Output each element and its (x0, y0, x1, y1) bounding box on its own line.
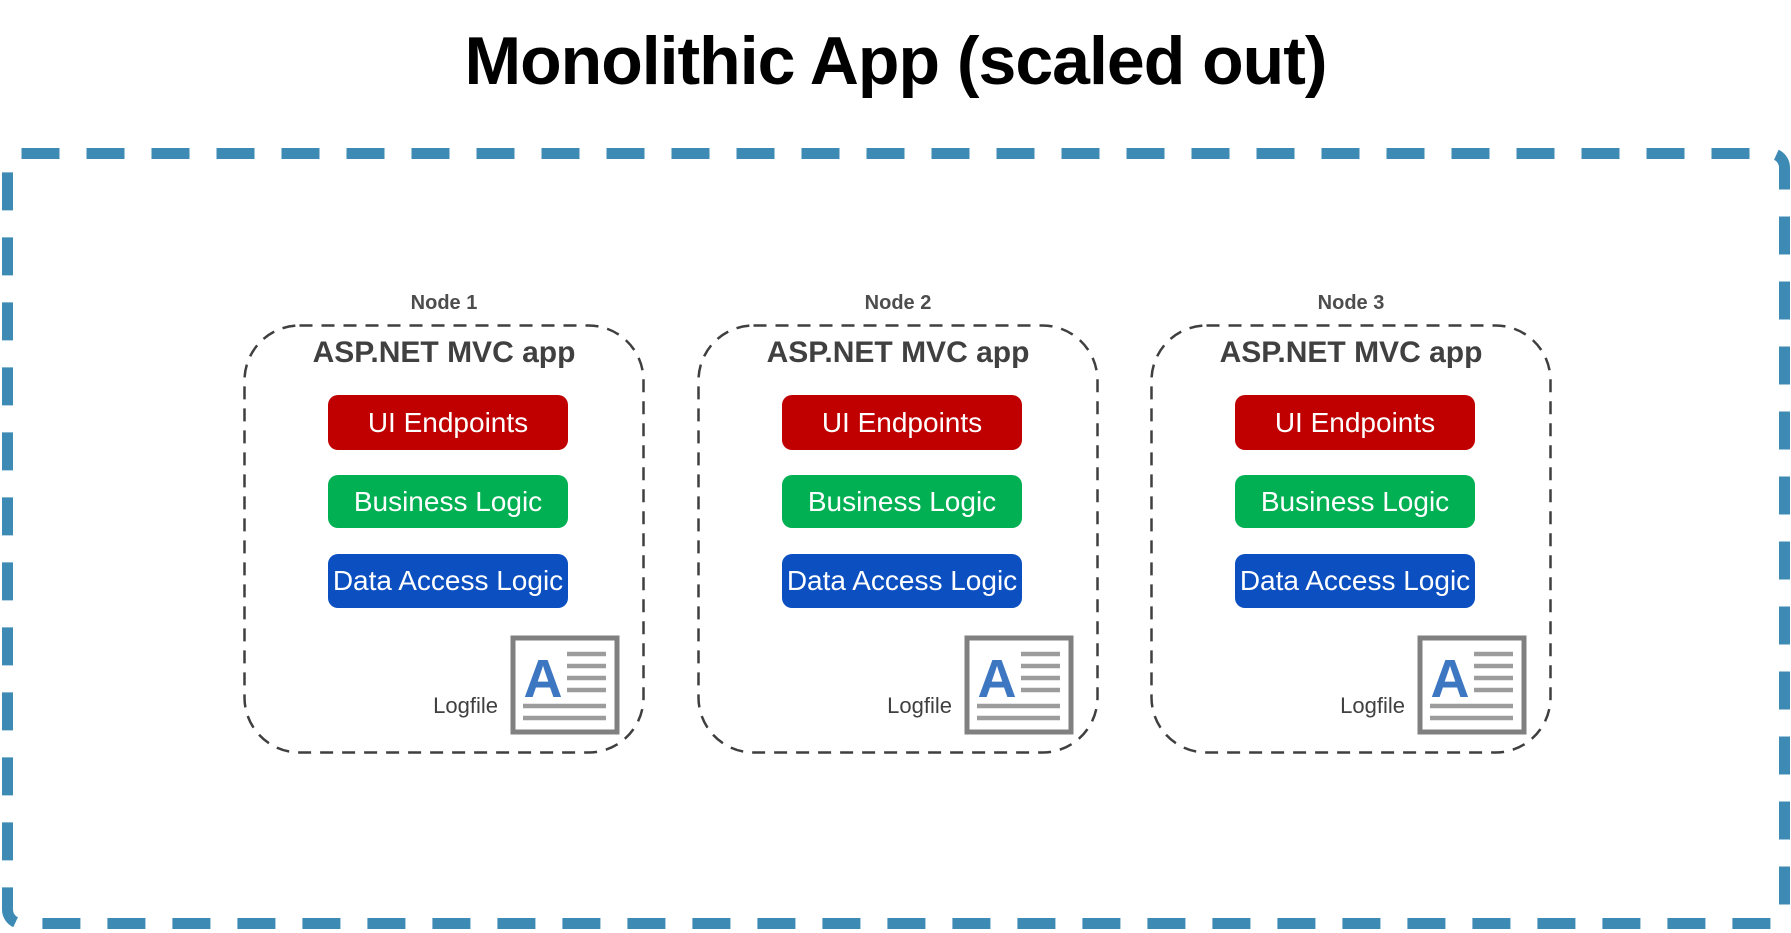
logfile-row: Logfile A (1150, 635, 1527, 735)
layer-data-access-logic: Data Access Logic (782, 554, 1022, 608)
logfile-label: Logfile (433, 693, 498, 718)
layer-data-access-logic: Data Access Logic (328, 554, 568, 608)
svg-text:A: A (1431, 649, 1470, 709)
node-3: Node 3 ASP.NET MVC app UI Endpoints Busi… (1150, 292, 1552, 754)
layer-business-logic: Business Logic (782, 475, 1022, 528)
app-title: ASP.NET MVC app (1219, 336, 1483, 369)
svg-text:A: A (524, 649, 563, 709)
layer-ui-endpoints: UI Endpoints (1235, 395, 1475, 450)
node-1: Node 1 ASP.NET MVC app UI Endpoints Busi… (243, 292, 645, 754)
node-label: Node 2 (864, 292, 932, 314)
layer-business-logic: Business Logic (1235, 475, 1475, 528)
layer-ui-endpoints: UI Endpoints (328, 395, 568, 450)
node-label: Node 1 (410, 292, 478, 314)
diagram-title: Monolithic App (scaled out) (464, 23, 1328, 99)
layer-ui-endpoints: UI Endpoints (782, 395, 1022, 450)
layer-business-logic: Business Logic (328, 475, 568, 528)
layer-data-access-logic: Data Access Logic (1235, 554, 1475, 608)
node-2: Node 2 ASP.NET MVC app UI Endpoints Busi… (697, 292, 1099, 754)
logfile-icon: A (964, 635, 1074, 735)
logfile-icon: A (1417, 635, 1527, 735)
logfile-label: Logfile (887, 693, 952, 718)
logfile-row: Logfile A (243, 635, 620, 735)
logfile-icon: A (510, 635, 620, 735)
svg-text:A: A (978, 649, 1017, 709)
logfile-row: Logfile A (697, 635, 1074, 735)
logfile-label: Logfile (1340, 693, 1405, 718)
node-label: Node 3 (1317, 292, 1385, 314)
app-title: ASP.NET MVC app (312, 336, 576, 369)
app-title: ASP.NET MVC app (766, 336, 1030, 369)
